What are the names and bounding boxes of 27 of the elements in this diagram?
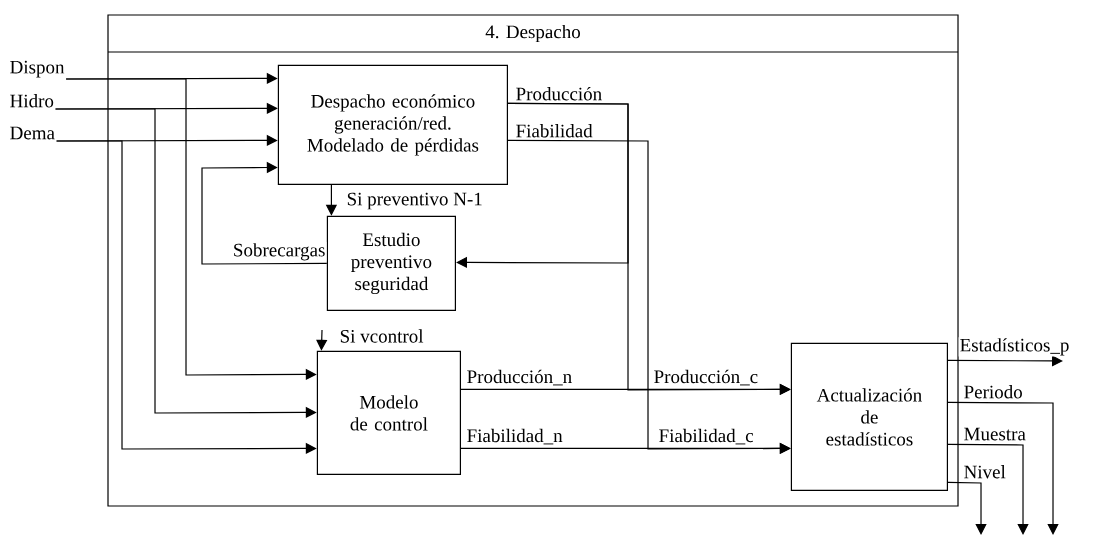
arrow [316,329,328,351]
line-label: Fiabilidad_c [657,427,755,446]
arrow [947,481,987,535]
input-label: Hidro [10,94,54,108]
process-box: Estudio preventivo seguridad [326,215,456,311]
edge-label: Muestra [962,426,1027,442]
arrow [947,355,1063,367]
process-box: Modelo de control [316,350,461,475]
edge-label: Producción [514,86,604,102]
edge-label: Si vcontrol [338,328,425,344]
process-box: Despacho económico generación/red. Modelado de pérdidas [277,64,508,185]
edge-label: Producción_n [465,368,574,387]
input-label: Dema [10,126,55,140]
process-box: Actualización de estadísticos [790,342,948,491]
edge-label: Fiabilidad_n [465,427,564,446]
edge-label: Nivel [962,464,1007,480]
edge-label: Fiabilidad [514,123,594,139]
arrow [201,161,328,265]
edge-label: Estadísticos_p [958,337,1071,357]
input-label: Dispon [10,60,65,78]
edge-label: Sobrecargas [231,242,327,262]
arrow [456,102,629,269]
arrow [947,443,1029,535]
edge-label: Si preventivo N-1 [345,191,484,211]
arrow [947,401,1059,535]
edge-label: Periodo [962,384,1024,400]
line-label: Producción_c [652,368,760,387]
